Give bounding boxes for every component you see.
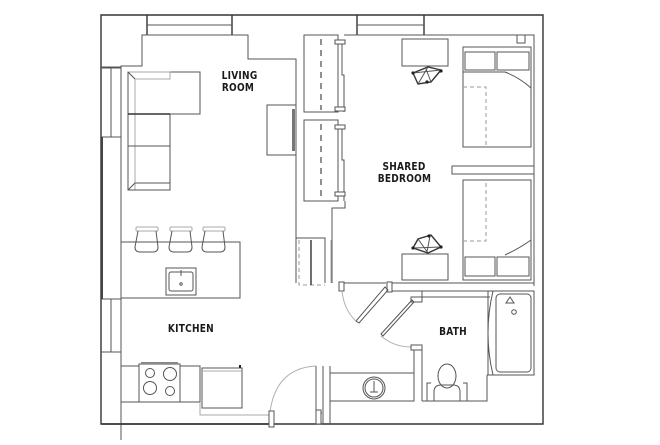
room-label-kitchen: KITCHEN	[167, 322, 214, 335]
tv-icon	[292, 109, 295, 151]
bar-stool	[201, 226, 226, 253]
desk-chair-top-icon	[411, 66, 443, 85]
pillow-icon	[464, 51, 496, 71]
room-label-bath-line1: BATH	[439, 325, 467, 338]
toilet	[426, 363, 468, 401]
twin-bed-top	[462, 46, 532, 148]
bedroom-left-wall	[296, 39, 346, 283]
bedroom-right-walls	[344, 34, 535, 286]
room-label-bedroom-line1: SHARED	[382, 160, 426, 173]
wardrobe-upper	[303, 34, 339, 113]
burner-icon	[165, 386, 175, 396]
sectional-sofa	[127, 71, 201, 191]
burner-icon	[163, 367, 177, 381]
bar-stool	[134, 226, 159, 253]
room-label-bedroom: SHARED BEDROOM	[377, 160, 432, 185]
bath-vanity	[329, 372, 415, 402]
room-label-living: LIVING ROOM	[221, 69, 258, 94]
closet-door-living	[298, 240, 345, 292]
bathtub	[487, 290, 532, 376]
pillow-icon	[496, 256, 530, 277]
room-label-bath: BATH	[437, 326, 470, 338]
stove	[138, 362, 181, 403]
burner-icon	[145, 368, 155, 378]
tv-console	[266, 104, 297, 156]
room-label-living-line2: ROOM	[221, 81, 255, 94]
burner-icon	[143, 381, 157, 395]
window-left-upper	[101, 67, 121, 138]
wardrobe-lower	[303, 119, 339, 202]
room-label-kitchen-line1: KITCHEN	[167, 322, 214, 335]
bathroom-door[interactable]	[380, 296, 423, 348]
hall-closet-door[interactable]	[269, 365, 331, 425]
twin-bed-bottom	[462, 179, 532, 281]
desk-chair-bottom-icon	[411, 234, 443, 254]
bath-walls	[410, 290, 535, 402]
kitchen-island	[121, 241, 241, 299]
window-left-lower	[101, 298, 121, 353]
refrigerator	[201, 365, 243, 409]
bar-stool	[168, 226, 193, 253]
living-interior-walls	[101, 34, 297, 440]
pillow-icon	[464, 256, 496, 277]
bedroom-door[interactable]	[341, 286, 389, 324]
window-bedroom-top	[356, 15, 425, 36]
room-label-bedroom-line2: BEDROOM	[377, 172, 432, 185]
window-living-top	[146, 15, 233, 36]
room-label-living-line1: LIVING	[221, 69, 258, 82]
desk-top	[401, 38, 449, 67]
desk-bottom	[401, 253, 449, 281]
pillow-icon	[496, 51, 530, 71]
bar-stools	[134, 226, 226, 253]
kitchen-counter	[102, 365, 275, 428]
